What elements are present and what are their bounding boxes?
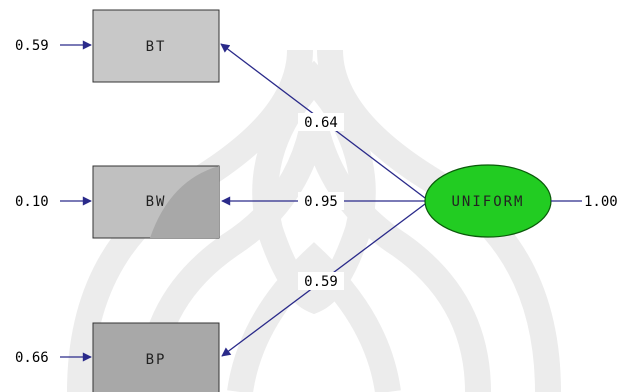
loading-bw: 0.95	[304, 194, 338, 210]
indicator-bt: BT	[92, 9, 220, 83]
loading-bp: 0.59	[304, 274, 338, 290]
error-variance-bp: 0.66	[15, 350, 49, 366]
indicator-label-bp: BP	[146, 352, 167, 368]
error-variance-bt: 0.59	[15, 38, 49, 54]
latent-uniform: UNIFORM	[424, 164, 552, 238]
latent-label: UNIFORM	[451, 194, 524, 210]
indicator-label-bt: BT	[146, 39, 167, 55]
indicator-bp: BP	[92, 322, 220, 392]
error-variance-bw: 0.10	[15, 194, 49, 210]
indicator-bw: BW	[92, 165, 220, 239]
indicator-label-bw: BW	[146, 194, 167, 210]
loading-bt: 0.64	[304, 115, 338, 131]
latent-variance: 1.00	[584, 194, 618, 210]
